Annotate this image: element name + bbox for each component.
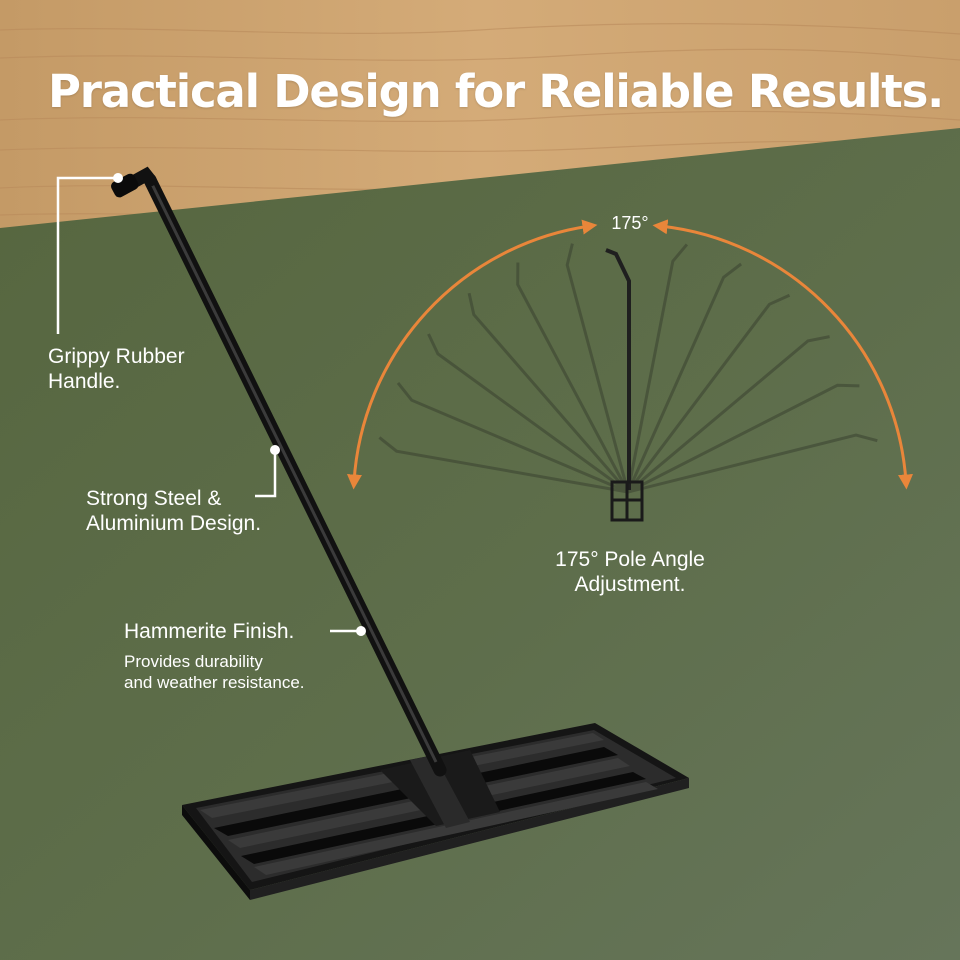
- callout-steel-line1: Strong Steel &: [86, 487, 222, 510]
- callout-finish-title: Hammerite Finish.: [124, 620, 295, 643]
- callout-handle: Grippy Rubber Handle.: [48, 344, 185, 394]
- callout-handle-line2: Handle.: [48, 370, 121, 393]
- callout-finish-line1: Provides durability: [124, 652, 263, 671]
- angle-arc-left: [346, 219, 598, 490]
- angle-marker-label: 175°: [611, 213, 649, 233]
- callout-steel: Strong Steel & Aluminium Design.: [86, 486, 261, 536]
- callout-finish-line2: and weather resistance.: [124, 673, 305, 692]
- headline: Practical Design for Reliable Results.: [48, 65, 944, 118]
- callout-angle-line1: 175° Pole Angle: [555, 548, 705, 571]
- angle-arc-right: [652, 219, 913, 490]
- callout-angle-line2: Adjustment.: [574, 573, 686, 596]
- lawn-leveler-head: [182, 723, 689, 900]
- callout-dots: [113, 173, 366, 636]
- upright-pole-demo: [605, 248, 644, 522]
- callout-leaders: [56, 176, 361, 633]
- lawn-leveler-pole: [111, 166, 447, 777]
- callout-handle-line1: Grippy Rubber: [48, 345, 185, 368]
- callout-angle: 175° Pole Angle Adjustment.: [520, 547, 740, 597]
- callout-finish: Hammerite Finish. Provides durability an…: [124, 619, 305, 693]
- callout-steel-line2: Aluminium Design.: [86, 512, 262, 535]
